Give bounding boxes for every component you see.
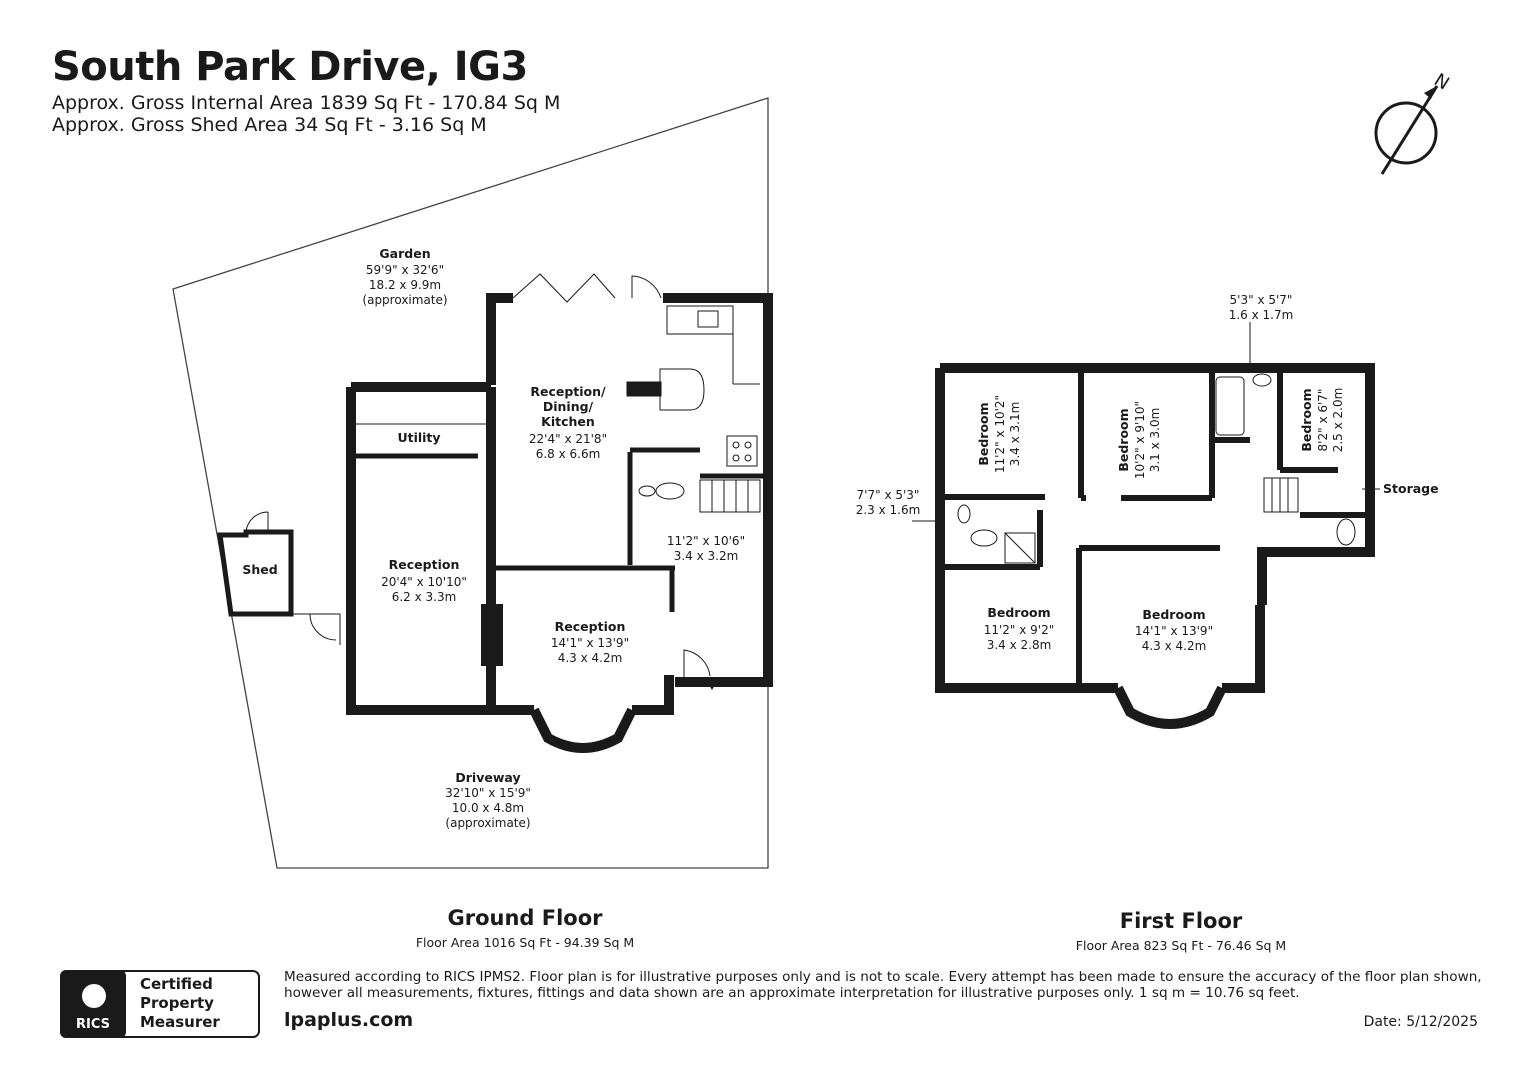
bedroom1-dim-metric: 3.4 x 3.1m	[1008, 402, 1022, 467]
garden-dim-metric: 18.2 x 9.9m	[369, 278, 441, 292]
bedroom1-dim-imperial: 11'2" x 10'2"	[993, 395, 1007, 473]
reception-bay-name: Reception	[555, 619, 626, 634]
shed	[217, 511, 294, 617]
garden-gate	[291, 613, 341, 645]
kitchen-name-1: Reception/	[530, 384, 606, 399]
bedroom3-dim-imperial: 8'2" x 6'7"	[1316, 389, 1330, 452]
reception-left-dim-metric: 6.2 x 3.3m	[392, 590, 457, 604]
ground-floor-area: Floor Area 1016 Sq Ft - 94.39 Sq M	[415, 935, 635, 950]
gross-internal-area: Approx. Gross Internal Area 1839 Sq Ft -…	[52, 92, 561, 114]
website-link[interactable]: lpaplus.com	[284, 1009, 414, 1031]
reception-bay-dim-imperial: 14'1" x 13'9"	[551, 636, 629, 650]
bedroom2-dim-imperial: 10'2" x 9'10"	[1133, 401, 1147, 479]
storage-name: Storage	[1383, 481, 1439, 496]
bedroom5-dim-imperial: 14'1" x 13'9"	[1135, 624, 1213, 638]
garden-note: (approximate)	[362, 293, 447, 307]
shower-dim-imperial: 7'7" x 5'3"	[857, 488, 920, 502]
first-floor-area: Floor Area 823 Sq Ft - 76.46 Sq M	[1075, 938, 1287, 953]
bedroom4-dim-metric: 3.4 x 2.8m	[987, 638, 1052, 652]
badge-line-3: Measurer	[140, 1013, 220, 1031]
driveway-dim-metric: 10.0 x 4.8m	[452, 801, 524, 815]
reception-left-dim-imperial: 20'4" x 10'10"	[381, 575, 467, 589]
ground-plot-outline	[172, 97, 769, 869]
bedroom3-name: Bedroom	[1299, 388, 1314, 451]
reception-left-name: Reception	[389, 557, 460, 572]
kitchen-dim-imperial: 22'4" x 21'8"	[529, 432, 607, 446]
gross-shed-area: Approx. Gross Shed Area 34 Sq Ft - 3.16 …	[52, 114, 487, 136]
kitchen-dim-metric: 6.8 x 6.6m	[536, 447, 601, 461]
garden-dim-imperial: 59'9" x 32'6"	[366, 263, 444, 277]
page-title: South Park Drive, IG3	[52, 44, 528, 90]
badge-line-1: Certified	[140, 975, 213, 993]
bedroom5-name: Bedroom	[1142, 607, 1205, 622]
shed-name: Shed	[242, 562, 277, 577]
bedroom4-name: Bedroom	[987, 605, 1050, 620]
bedroom2-name: Bedroom	[1116, 408, 1131, 471]
garden-name: Garden	[379, 246, 430, 261]
first-floor-walls	[935, 363, 1375, 693]
kitchen-name-2: Dining/	[543, 399, 594, 414]
shower-dim-metric: 2.3 x 1.6m	[856, 503, 921, 517]
plan-date: Date: 5/12/2025	[1363, 1014, 1478, 1030]
bedroom5-dim-metric: 4.3 x 4.2m	[1142, 639, 1207, 653]
driveway-note: (approximate)	[445, 816, 530, 830]
bathroom-dim-imperial: 5'3" x 5'7"	[1230, 293, 1293, 307]
first-floor-title: First Floor	[1119, 909, 1243, 933]
bedroom2-dim-metric: 3.1 x 3.0m	[1148, 408, 1162, 473]
rics-logo-text: RICS	[76, 1017, 110, 1032]
disclaimer-text: Measured according to RICS IPMS2. Floor …	[284, 969, 1482, 1001]
utility-name: Utility	[397, 430, 440, 445]
kitchen-name-3: Kitchen	[541, 414, 595, 429]
bathroom-dim-metric: 1.6 x 1.7m	[1229, 308, 1294, 322]
driveway-name: Driveway	[455, 770, 520, 785]
hall-dim-imperial: 11'2" x 10'6"	[667, 534, 745, 548]
bedroom1-name: Bedroom	[976, 402, 991, 465]
ground-floor-title: Ground Floor	[447, 906, 603, 930]
driveway-dim-imperial: 32'10" x 15'9"	[445, 786, 531, 800]
hall-dim-metric: 3.4 x 3.2m	[674, 549, 739, 563]
reception-bay-dim-metric: 4.3 x 4.2m	[558, 651, 623, 665]
bedroom4-dim-imperial: 11'2" x 9'2"	[984, 623, 1055, 637]
rics-lion-icon	[82, 984, 106, 1008]
north-arrow-icon: N	[1374, 70, 1453, 175]
badge-line-2: Property	[140, 994, 214, 1012]
badge-caption: Certified Property Measurer	[140, 975, 220, 1032]
rics-certified-badge: RICS	[60, 970, 260, 1038]
bedroom3-dim-metric: 2.5 x 2.0m	[1331, 388, 1345, 453]
